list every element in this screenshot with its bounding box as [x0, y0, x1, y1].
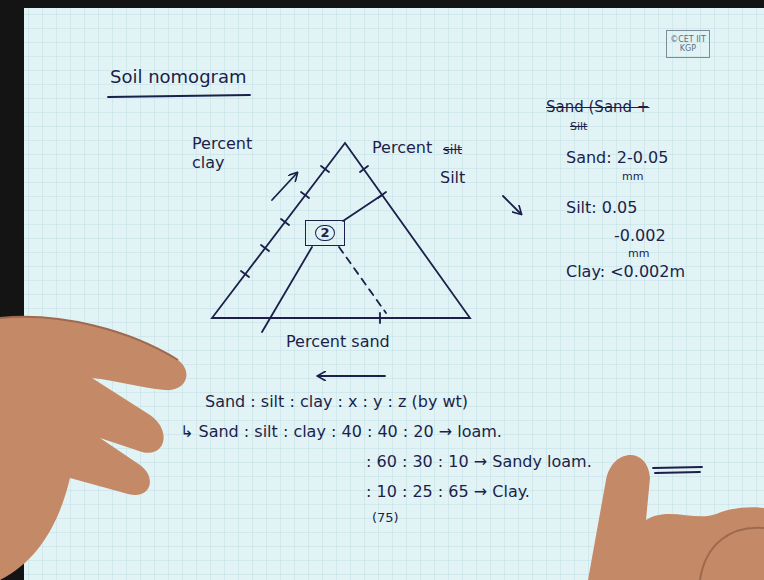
page-title: Soil nomogram	[110, 66, 247, 88]
axis-label: Percent sand	[286, 332, 390, 351]
axis-label: Percent	[372, 138, 432, 157]
watermark-text: ©CET IIT KGP	[670, 35, 706, 53]
size-range: Silt: 0.05	[566, 198, 637, 217]
ratio-example: : 60 : 30 : 10 → Sandy loam.	[366, 452, 592, 471]
ratio-note: (75)	[372, 510, 399, 526]
size-range: Clay: <0.002m	[566, 262, 685, 281]
unit: mm	[628, 247, 649, 260]
circled-number: 2	[315, 225, 334, 242]
ratio-note: Sand : silt : clay : x : y : z (by wt)	[205, 392, 468, 411]
marker-box: 2	[305, 220, 345, 246]
ratio-example: ↳ Sand : silt : clay : 40 : 40 : 20 → lo…	[180, 422, 502, 441]
struck-word: silt	[443, 142, 462, 158]
struck-note: Silt	[570, 120, 587, 133]
ratio-example: : 10 : 25 : 65 → Clay.	[366, 482, 530, 501]
watermark-box: ©CET IIT KGP	[666, 30, 710, 58]
axis-label: Percent clay	[192, 134, 264, 172]
hands	[0, 317, 764, 580]
size-range: -0.002	[614, 226, 666, 245]
axis-label: Silt	[440, 168, 465, 187]
nomogram	[108, 95, 702, 473]
struck-note: Sand (Sand +	[546, 98, 649, 116]
size-range: Sand: 2-0.05	[566, 148, 668, 167]
unit: mm	[622, 170, 643, 183]
